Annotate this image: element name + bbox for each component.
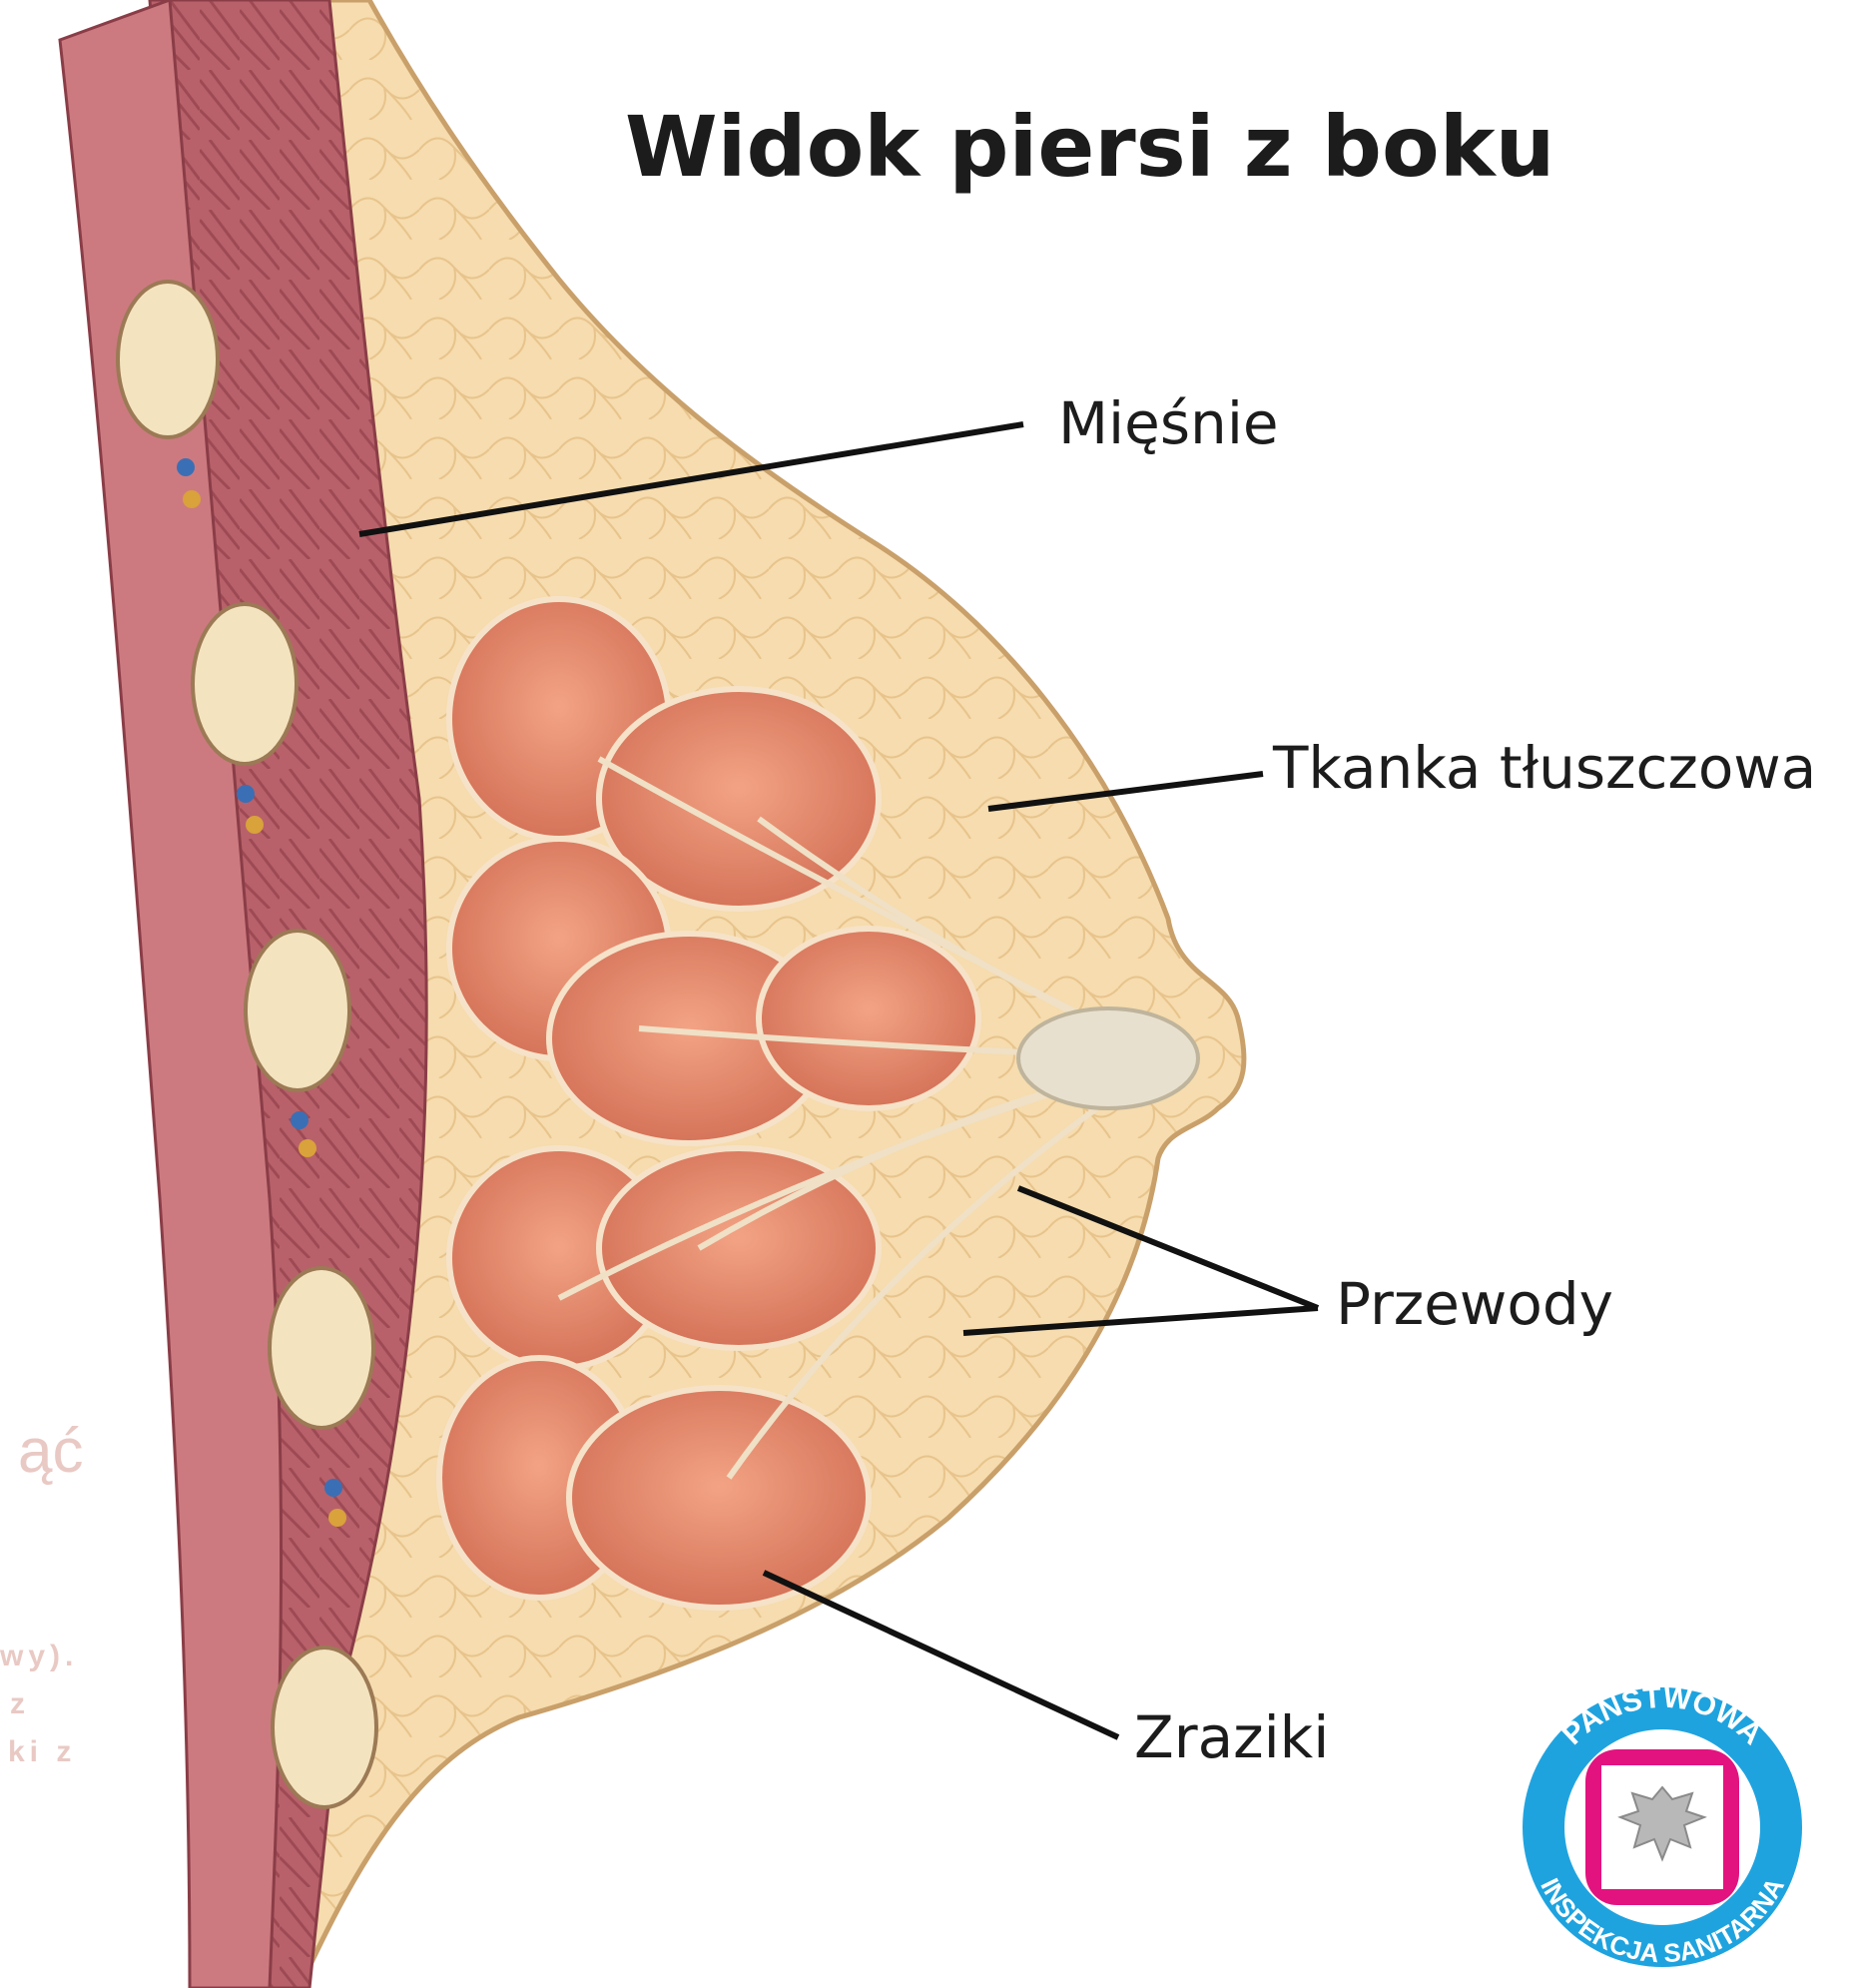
background-text-fragment: ąć bbox=[18, 1416, 83, 1487]
diagram-title: Widok piersi z boku bbox=[625, 98, 1554, 196]
background-text-fragment: ki z bbox=[8, 1735, 76, 1769]
label-fat-tissue: Tkanka tłuszczowa bbox=[1273, 734, 1816, 802]
label-muscles: Mięśnie bbox=[1058, 389, 1279, 457]
rib bbox=[118, 282, 218, 437]
label-ducts: Przewody bbox=[1336, 1270, 1613, 1338]
lobule bbox=[569, 1388, 869, 1608]
lobule bbox=[759, 929, 978, 1108]
vessel bbox=[299, 1139, 316, 1157]
vessel bbox=[328, 1509, 346, 1527]
rib bbox=[273, 1648, 376, 1807]
nipple-ducts bbox=[1018, 1008, 1198, 1108]
background-text-fragment: wy). bbox=[0, 1640, 78, 1673]
vessel bbox=[177, 458, 195, 476]
vessel bbox=[324, 1479, 342, 1497]
rib bbox=[193, 604, 297, 764]
vessel bbox=[183, 490, 201, 508]
rib bbox=[246, 931, 349, 1090]
vessel bbox=[246, 816, 264, 834]
lobules-leader bbox=[764, 1573, 1118, 1737]
background-text-fragment: z bbox=[10, 1687, 30, 1721]
rib bbox=[270, 1268, 373, 1428]
label-lobules: Zraziki bbox=[1134, 1703, 1329, 1771]
state-sanitary-inspection-logo: PAŃSTWOWA INSPEKCJA SANITARNA bbox=[1513, 1677, 1812, 1977]
vessel bbox=[237, 785, 255, 803]
vessel bbox=[291, 1111, 309, 1129]
